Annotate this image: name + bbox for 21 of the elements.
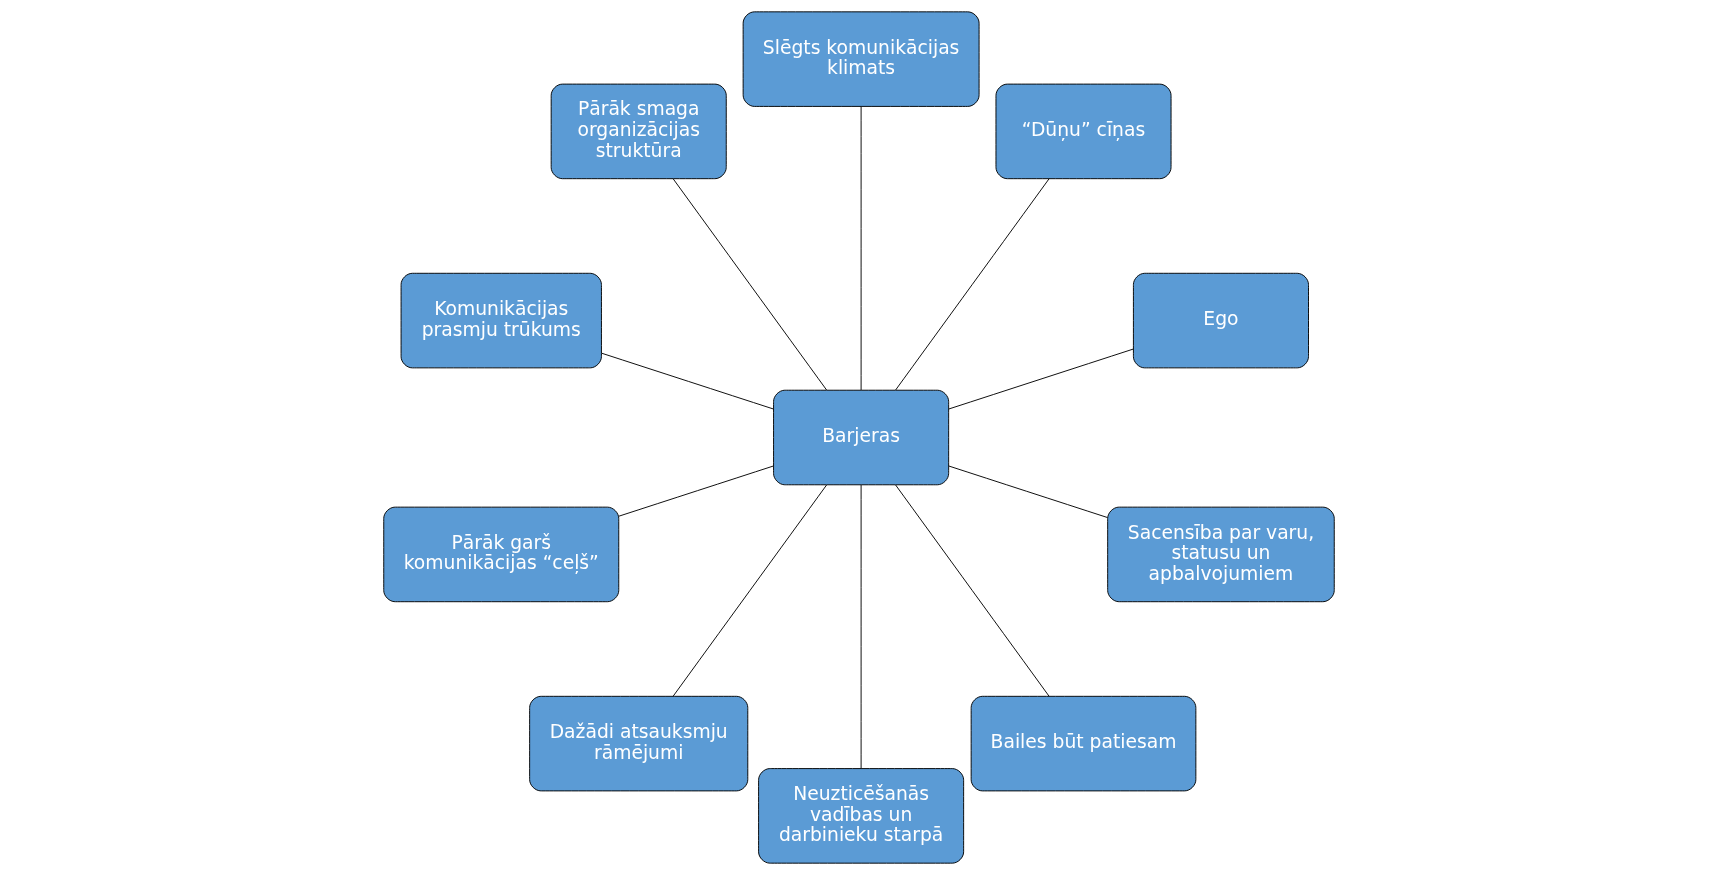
node-box: Slēgts komunikācijas klimats — [742, 11, 980, 107]
node-box: Sacensība par varu, statusu un apbalvojumiem — [1107, 506, 1335, 603]
node-box: Barjeras — [773, 389, 950, 486]
node-box: Pārāk smaga organizācijas struktūra — [550, 83, 727, 180]
connector — [860, 484, 862, 769]
node-box: “Dūņu” cīņas — [995, 83, 1172, 180]
connector — [895, 178, 1050, 391]
node-box: Komunikācijas prasmju trūkums — [400, 272, 602, 369]
connector — [895, 484, 1050, 697]
connector — [618, 465, 774, 517]
node-box: Neuzticēšanās vadības un darbinieku starpā — [758, 768, 965, 864]
node-box: Ego — [1132, 272, 1309, 369]
connector — [601, 352, 774, 410]
node-box: Pārāk garš komunikācijas “ceļš” — [383, 506, 620, 603]
connector — [860, 106, 862, 391]
connector — [672, 178, 828, 391]
connector — [672, 484, 828, 697]
connector — [948, 348, 1134, 410]
node-box: Bailes būt patiesam — [970, 695, 1197, 792]
connector — [948, 465, 1108, 518]
node-box: Dažādi atsauksmju rāmējumi — [529, 695, 749, 792]
